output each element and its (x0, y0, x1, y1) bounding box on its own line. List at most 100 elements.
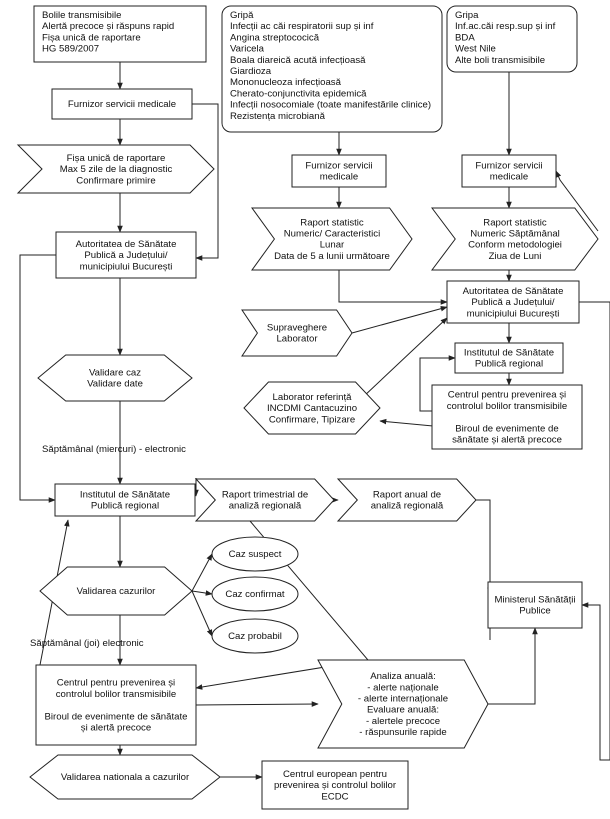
edge-arrow (191, 590, 213, 637)
node-label-line: Validare caz (89, 368, 141, 379)
node-label-line: Supraveghere (267, 323, 327, 334)
node-shape (54, 483, 196, 517)
node-label-line: Laborator (276, 334, 318, 345)
node-label-line: West Nile (455, 44, 496, 55)
node-label-line: Confirmare, Tipizare (269, 414, 355, 425)
node-label-line: Laborator referință (273, 392, 353, 403)
node-validarea-nationala: Validarea nationala a cazurilor (29, 754, 221, 800)
node-label-line: Validarea nationala a cazurilor (61, 772, 190, 783)
node-label-line: HG 589/2007 (42, 44, 99, 55)
node-shape (29, 754, 221, 800)
node-label-line: sănătate și alertă precoce (452, 435, 562, 446)
node-label-line: Fișa unică de raportare (67, 153, 166, 164)
node-shape (336, 478, 477, 522)
edge-arrow (19, 254, 56, 503)
node-label-line: și alertă precoce (81, 723, 151, 734)
node-label-line: analiză regională (229, 501, 302, 512)
node-shape (39, 566, 193, 616)
edge-label-saptamanal-joi: Săptămânal (joi) electronic (30, 638, 144, 649)
node-shape (431, 207, 599, 271)
node-label-line: Numeric Săptămânal (470, 229, 560, 240)
edge-labels-layer: Săptămânal (miercuri) - electronicSăptăm… (30, 444, 186, 649)
edge-arrow (555, 170, 599, 232)
node-label-line: Caz confirmat (225, 589, 285, 600)
node-label-line: Institutul de Sănătate (80, 490, 170, 501)
edge-arrow (419, 355, 456, 412)
node-shape (446, 280, 580, 324)
node-label-line: medicale (490, 172, 528, 183)
node-label-line: Evaluare anuală: (367, 705, 439, 716)
node-label-line: Inf.ac.căi resp.sup și inf (455, 21, 556, 32)
node-label-line: Furnizor servicii medicale (68, 99, 176, 110)
node-shape (211, 536, 299, 572)
edge-arrow (361, 317, 448, 399)
node-shape (211, 576, 299, 612)
node-shape (33, 5, 207, 63)
node-label-line: Max 5 zile de la diagnostic (60, 164, 173, 175)
edge-arrow (351, 305, 448, 334)
node-label-line: - răspunsurile rapide (359, 727, 446, 738)
node-shape (431, 384, 583, 450)
node-label-line: Angina streptococică (230, 32, 320, 43)
node-label-line: Validarea cazurilor (77, 586, 157, 597)
node-label-line: Furnizor servicii (475, 161, 542, 172)
node-label-line: Biroul de evenimente de sănătate (45, 711, 188, 722)
node-shape (211, 618, 299, 654)
node-label-line: Caz suspect (229, 549, 282, 560)
node-label-line: - alerte naționale (367, 682, 438, 693)
node-label-line: Raport anual de (373, 490, 441, 501)
edge-label-saptamanal-miercuri: Săptămânal (miercuri) - electronic (42, 444, 186, 455)
node-label-line: Publică a Județului/ (84, 250, 168, 261)
node-label-line: Institutul de Sănătate (464, 348, 554, 359)
node-label-line: - alertele precoce (366, 716, 440, 727)
node-shape (251, 207, 413, 271)
node-label-line: Raport statistic (483, 217, 547, 228)
node-label-line: Raport statistic (300, 217, 364, 228)
node-label-line: Rezistența microbiană (230, 111, 326, 122)
edge-arrow (338, 270, 448, 305)
node-label-line: medicale (320, 172, 358, 183)
node-label-line: Centrul pentru prevenirea și (448, 390, 566, 401)
node-label-line: Validare date (87, 379, 143, 390)
node-shape (291, 154, 387, 188)
node-label-line: Ziua de Luni (489, 251, 542, 262)
edge-arrow (191, 590, 213, 596)
node-shape (487, 581, 583, 629)
node-shape (55, 231, 197, 279)
node-label-line: analiză regională (371, 501, 444, 512)
edge-arrow (195, 701, 319, 707)
node-label-line: Gripa (455, 10, 479, 21)
node-shape (261, 760, 409, 810)
edge-arrow (192, 103, 219, 261)
node-label-line: Alertă precoce și răspuns rapid (42, 21, 174, 32)
node-shape (446, 5, 578, 73)
node-shape (221, 5, 443, 133)
node-label-line: controlul bolilor transmisibile (56, 689, 177, 700)
node-label-line: Confirmare primire (76, 175, 155, 186)
node-shape (35, 664, 197, 746)
node-label-line: Caz probabil (228, 631, 282, 642)
node-label-line: Varicela (230, 44, 265, 55)
node-label-line: INCDMI Cantacuzino (267, 403, 357, 414)
node-label-line: Infecții nosocomiale (toate manifestăril… (230, 100, 431, 111)
node-label-line: Lunar (320, 240, 345, 251)
node-label-line: Gripă (230, 10, 254, 21)
node-label-line: Publică regional (91, 501, 159, 512)
node-label-line: Centrul pentru prevenirea și (57, 678, 175, 689)
node-shape (461, 154, 557, 188)
